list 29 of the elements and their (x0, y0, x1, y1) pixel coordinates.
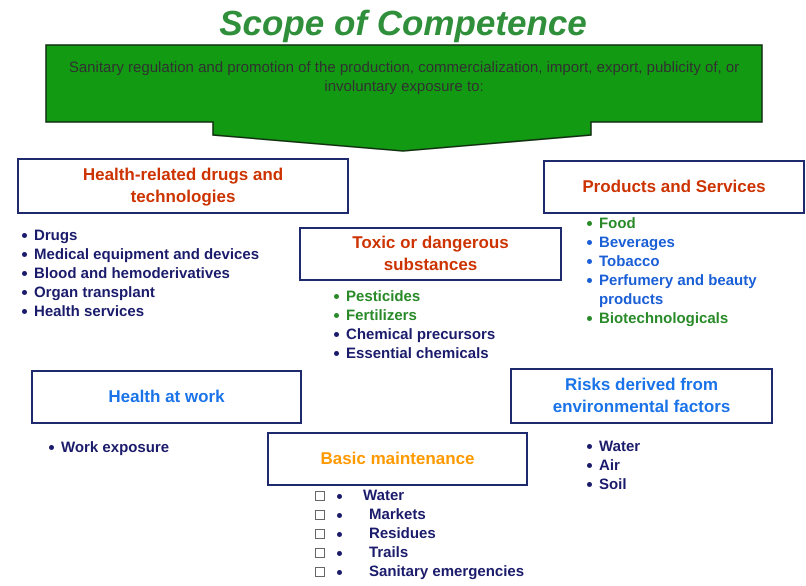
list-item: Biotechnologicals (583, 309, 803, 328)
category-box: Toxic or dangerous substances (299, 227, 562, 281)
banner-text: Sanitary regulation and promotion of the production, commercialization, import, export, publicity of, or involuntary exposure to: (68, 58, 740, 96)
list-item: Air (583, 456, 733, 475)
category-box: Basic maintenance (267, 432, 528, 486)
list-item: Trails (355, 543, 575, 562)
diagram-title: Scope of Competence (218, 4, 588, 44)
list-item: Tobacco (583, 252, 803, 271)
category-box: Risks derived from environmental factors (510, 368, 773, 424)
list-item: Sanitary emergencies (355, 562, 575, 581)
list-item: Fertilizers (330, 306, 570, 325)
list-item: Water (583, 437, 733, 456)
list-item: Essential chemicals (330, 344, 570, 363)
list-item: Beverages (583, 233, 803, 252)
list-item: Organ transplant (18, 283, 308, 302)
list-item: Residues (355, 524, 575, 543)
list-item: Chemical precursors (330, 325, 570, 344)
list-item: Work exposure (45, 438, 245, 457)
list-item: Pesticides (330, 287, 570, 306)
list-item: Water (355, 486, 575, 505)
list-item: Food (583, 214, 803, 233)
category-box: Health-related drugs and technologies (17, 158, 349, 214)
list-item: Soil (583, 475, 733, 494)
list-item: Perfumery and beauty products (583, 271, 803, 309)
list-item: Health services (18, 302, 308, 321)
arrow-banner (45, 44, 763, 152)
category-box: Health at work (31, 370, 302, 424)
list-item: Markets (355, 505, 575, 524)
category-box: Products and Services (543, 160, 805, 214)
